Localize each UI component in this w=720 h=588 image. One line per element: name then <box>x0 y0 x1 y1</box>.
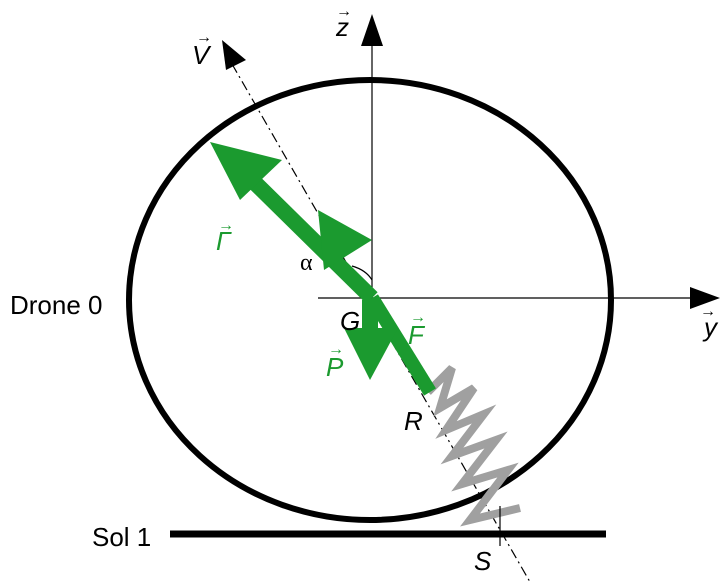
sol-label: Sol 1 <box>92 522 151 552</box>
drone-circle <box>126 77 614 523</box>
y-axis-arrowhead <box>690 287 720 309</box>
vec-y-arrow-mark: → <box>700 303 716 320</box>
spring <box>425 365 521 527</box>
gamma-vector-shaft <box>244 172 378 304</box>
p-vector-arrowhead <box>344 328 398 380</box>
vec-p-arrow-mark: → <box>328 341 344 358</box>
vec-gamma-label: Γ <box>216 226 232 256</box>
vec-p-label: P <box>326 352 344 382</box>
vec-f-arrow-mark: → <box>410 309 426 326</box>
v-axis-arrowhead <box>222 40 246 70</box>
point-r-label: R <box>404 406 423 436</box>
vec-v-label: V <box>192 40 212 70</box>
vec-z-arrow-mark: → <box>336 3 352 20</box>
angle-arc <box>351 265 373 281</box>
angle-label: α <box>300 250 313 276</box>
point-s-label: S <box>474 546 492 576</box>
moment-arrowhead <box>318 210 372 270</box>
z-axis-arrowhead <box>361 14 383 46</box>
point-g-label: G <box>340 306 360 336</box>
vec-f-label: F <box>408 320 426 350</box>
vec-z-label: z <box>335 12 349 42</box>
drone-label: Drone 0 <box>10 290 103 320</box>
vec-y-label: y <box>702 312 719 342</box>
vec-gamma-arrow-mark: → <box>218 217 234 234</box>
vec-v-arrow-mark: → <box>196 29 212 46</box>
gamma-vector-arrowhead <box>210 142 282 200</box>
f-vector-shaft <box>366 294 436 396</box>
